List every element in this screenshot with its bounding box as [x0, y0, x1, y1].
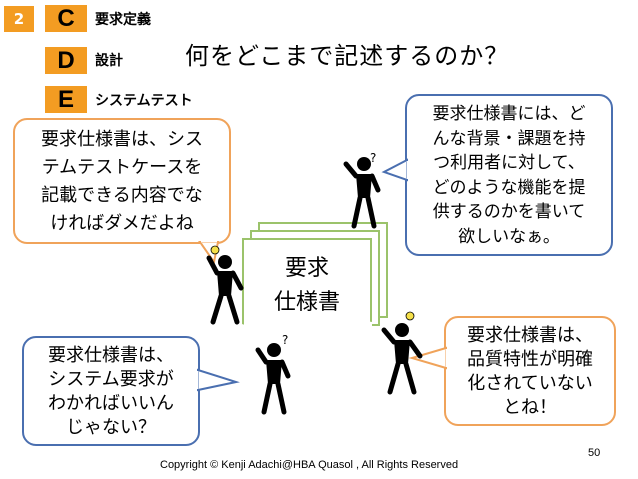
copyright-footer: Copyright © Kenji Adachi@HBA Quasol , Al… — [160, 459, 458, 471]
svg-text:?: ? — [282, 333, 288, 347]
figure-idea-left — [203, 244, 253, 328]
figure-idea-right — [380, 310, 430, 398]
page-number: 50 — [588, 447, 600, 459]
document-curl — [242, 238, 372, 334]
requirements-document: 要求 仕様書 — [242, 238, 372, 334]
figure-thinking-bottom: ? — [252, 334, 302, 418]
figure-thinking-top: ? — [342, 150, 392, 234]
svg-text:?: ? — [370, 151, 376, 165]
